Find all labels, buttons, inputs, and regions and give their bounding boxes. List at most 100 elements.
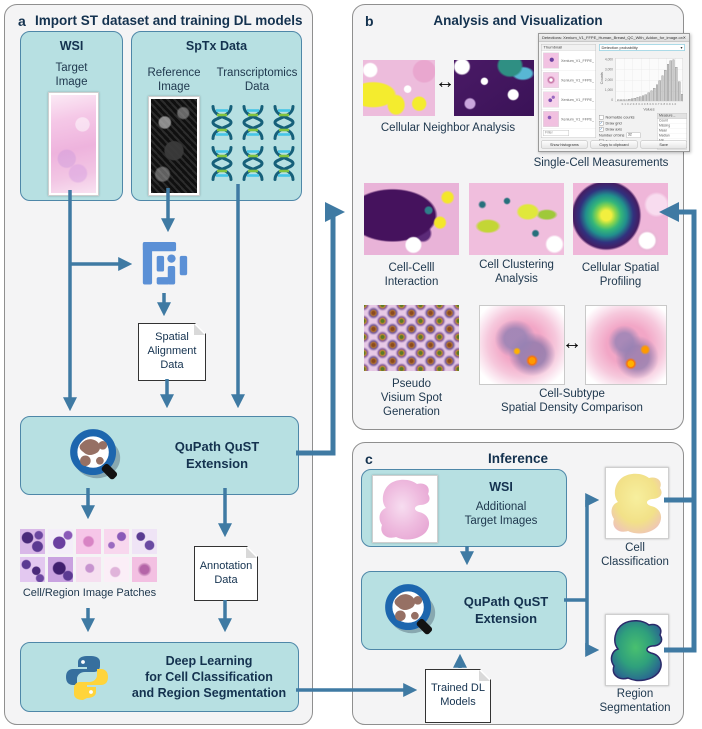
additional-target-label: Additional Target Images <box>464 501 538 528</box>
qupath-extension-label: QuPath QuST Extension <box>174 438 260 471</box>
trained-models-doc: Trained DL Models <box>425 669 491 723</box>
dialog-buttons: Show histograms Copy to clipboard Save <box>541 140 687 149</box>
checkbox-row[interactable]: ✓Draw axis <box>599 126 622 132</box>
cell-thumbnail <box>543 91 559 108</box>
cell-classification-image <box>605 467 669 539</box>
chevron-down-icon: ▾ <box>680 45 683 50</box>
checkbox-row[interactable]: Normalize counts <box>599 114 655 120</box>
panel-import: a Import ST dataset and training DL mode… <box>4 4 313 725</box>
image-patch <box>48 557 73 582</box>
python-icon <box>66 656 108 700</box>
sptx-box: SpTx Data Reference Image Transcriptomic… <box>131 31 302 201</box>
spatial-profiling-image <box>573 183 668 255</box>
double-arrow-icon: ↔ <box>562 332 582 354</box>
cell-cell-interaction-label: Cell-Celll Interaction <box>384 262 439 289</box>
close-icon[interactable]: ✕ <box>682 35 686 41</box>
checkbox-row[interactable]: ✓Draw grid <box>599 120 622 126</box>
annotation-doc: Annotation Data <box>194 546 258 601</box>
region-segmentation-label: Region Segmentation <box>599 688 671 715</box>
qupath-extension-box: QuPath QuST Extension <box>361 571 567 650</box>
image-patch <box>76 529 101 554</box>
patches-label: Cell/Region Image Patches <box>22 587 157 599</box>
cell-thumbnail <box>543 111 559 127</box>
image-patches <box>20 529 159 583</box>
measurements-dialog: Detections: Xenium_V1_FFPE_Human_Breast_… <box>538 33 690 152</box>
dialog-title: Detections: Xenium_V1_FFPE_Human_Breast_… <box>542 35 683 41</box>
x-axis-label: Values <box>643 107 655 112</box>
image-patch <box>48 529 73 554</box>
target-image-label: Target Image <box>55 62 88 89</box>
wsi-box: WSI Target Image <box>20 31 123 201</box>
dna-icon <box>208 145 236 182</box>
save-button[interactable]: Save <box>640 140 687 149</box>
image-patch <box>132 529 157 554</box>
wsi-inference-box: WSI Additional Target Images <box>361 469 567 547</box>
region-segmentation-image <box>605 614 669 686</box>
x-axis-ticks: 0.1 0.2 0.3 0.4 0.5 0.6 0.7 0.8 0.9 1.0 <box>621 103 677 106</box>
qupath-icon <box>67 426 125 484</box>
panel-c-title: Inference <box>487 451 549 466</box>
thumbnail-label: Xenium_V1_FFPE_H... <box>561 58 594 63</box>
wsi-inference-title: WSI <box>489 480 513 494</box>
checkbox-icon[interactable]: ✓ <box>599 126 604 132</box>
dna-icon <box>208 104 236 141</box>
annotation-doc-label: Annotation Data <box>199 559 253 586</box>
transcriptomics-label: Transcriptomics Data <box>216 67 298 94</box>
thumbnail-row[interactable]: Xenium_V1_FFPE_H... <box>541 71 596 90</box>
image-patch <box>104 557 129 582</box>
panel-a-title: Import ST dataset and training DL models <box>35 13 303 28</box>
bins-input[interactable]: 32 <box>626 132 641 138</box>
dna-icon <box>239 104 267 141</box>
copy-to-clipboard-button[interactable]: Copy to clipboard <box>590 140 638 149</box>
subtype-density-image-left <box>479 305 565 385</box>
dna-icon <box>270 145 298 182</box>
image-patch <box>20 529 45 554</box>
thumbnail-row[interactable]: Xenium_V1_FFPE_H... <box>541 110 596 129</box>
pseudo-visium-image <box>364 305 459 371</box>
spatial-alignment-doc: Spatial Alignment Data <box>138 323 206 381</box>
fiji-icon <box>142 242 188 285</box>
measurement-dropdown[interactable]: Detection probability ▾ <box>599 44 685 51</box>
trained-models-label: Trained DL Models <box>430 682 485 708</box>
histogram-plot <box>615 58 684 102</box>
cell-clustering-image <box>469 183 564 255</box>
thumbnail-row[interactable]: Xenium_V1_FFPE_H... <box>541 90 596 110</box>
image-patch <box>76 557 101 582</box>
wsi-box-title: WSI <box>59 39 84 53</box>
thumbnail-header: Thumbnail <box>541 44 596 51</box>
panel-a-tag: a <box>18 13 26 29</box>
cell-thumbnail <box>543 52 559 69</box>
qupath-extension-label: QuPath QuST Extension <box>463 593 549 626</box>
cell-cell-interaction-image <box>364 183 459 255</box>
dna-icon <box>270 104 298 141</box>
show-histograms-button[interactable]: Show histograms <box>541 140 588 149</box>
dropdown-value: Detection probability <box>601 45 638 50</box>
deep-learning-label: Deep Learning for Cell Classification an… <box>131 653 287 701</box>
image-patch <box>20 557 45 582</box>
deep-learning-box: Deep Learning for Cell Classification an… <box>20 642 299 712</box>
filter-input[interactable]: Filter <box>543 130 569 136</box>
checkbox-icon[interactable]: ✓ <box>599 120 604 126</box>
image-patch <box>132 557 157 582</box>
panel-b-title: Analysis and Visualization <box>433 13 603 28</box>
stats-header: Measure... <box>657 113 687 119</box>
panel-c-tag: c <box>365 451 373 467</box>
neighbor-analysis-label: Cellular Neighbor Analysis <box>380 122 516 134</box>
thumbnail-label: Xenium_V1_FFPE_H... <box>561 77 594 83</box>
neighbor-analysis-image-right <box>454 60 534 116</box>
additional-target-image <box>372 475 438 543</box>
cell-clustering-label: Cell Clustering Analysis <box>479 259 554 286</box>
qupath-icon <box>382 581 440 639</box>
thumbnail-row[interactable]: Xenium_V1_FFPE_H... <box>541 51 596 71</box>
qupath-extension-box: QuPath QuST Extension <box>20 416 299 495</box>
dna-icon <box>239 145 267 182</box>
dialog-titlebar[interactable]: Detections: Xenium_V1_FFPE_Human_Breast_… <box>539 34 689 42</box>
spatial-profiling-label: Cellular Spatial Profiling <box>581 262 660 289</box>
single-cell-measurements-label: Single-Cell Measurements <box>533 157 669 169</box>
thumbnail-label: Xenium_V1_FFPE_H... <box>561 97 594 102</box>
checkbox-icon[interactable] <box>599 114 604 120</box>
